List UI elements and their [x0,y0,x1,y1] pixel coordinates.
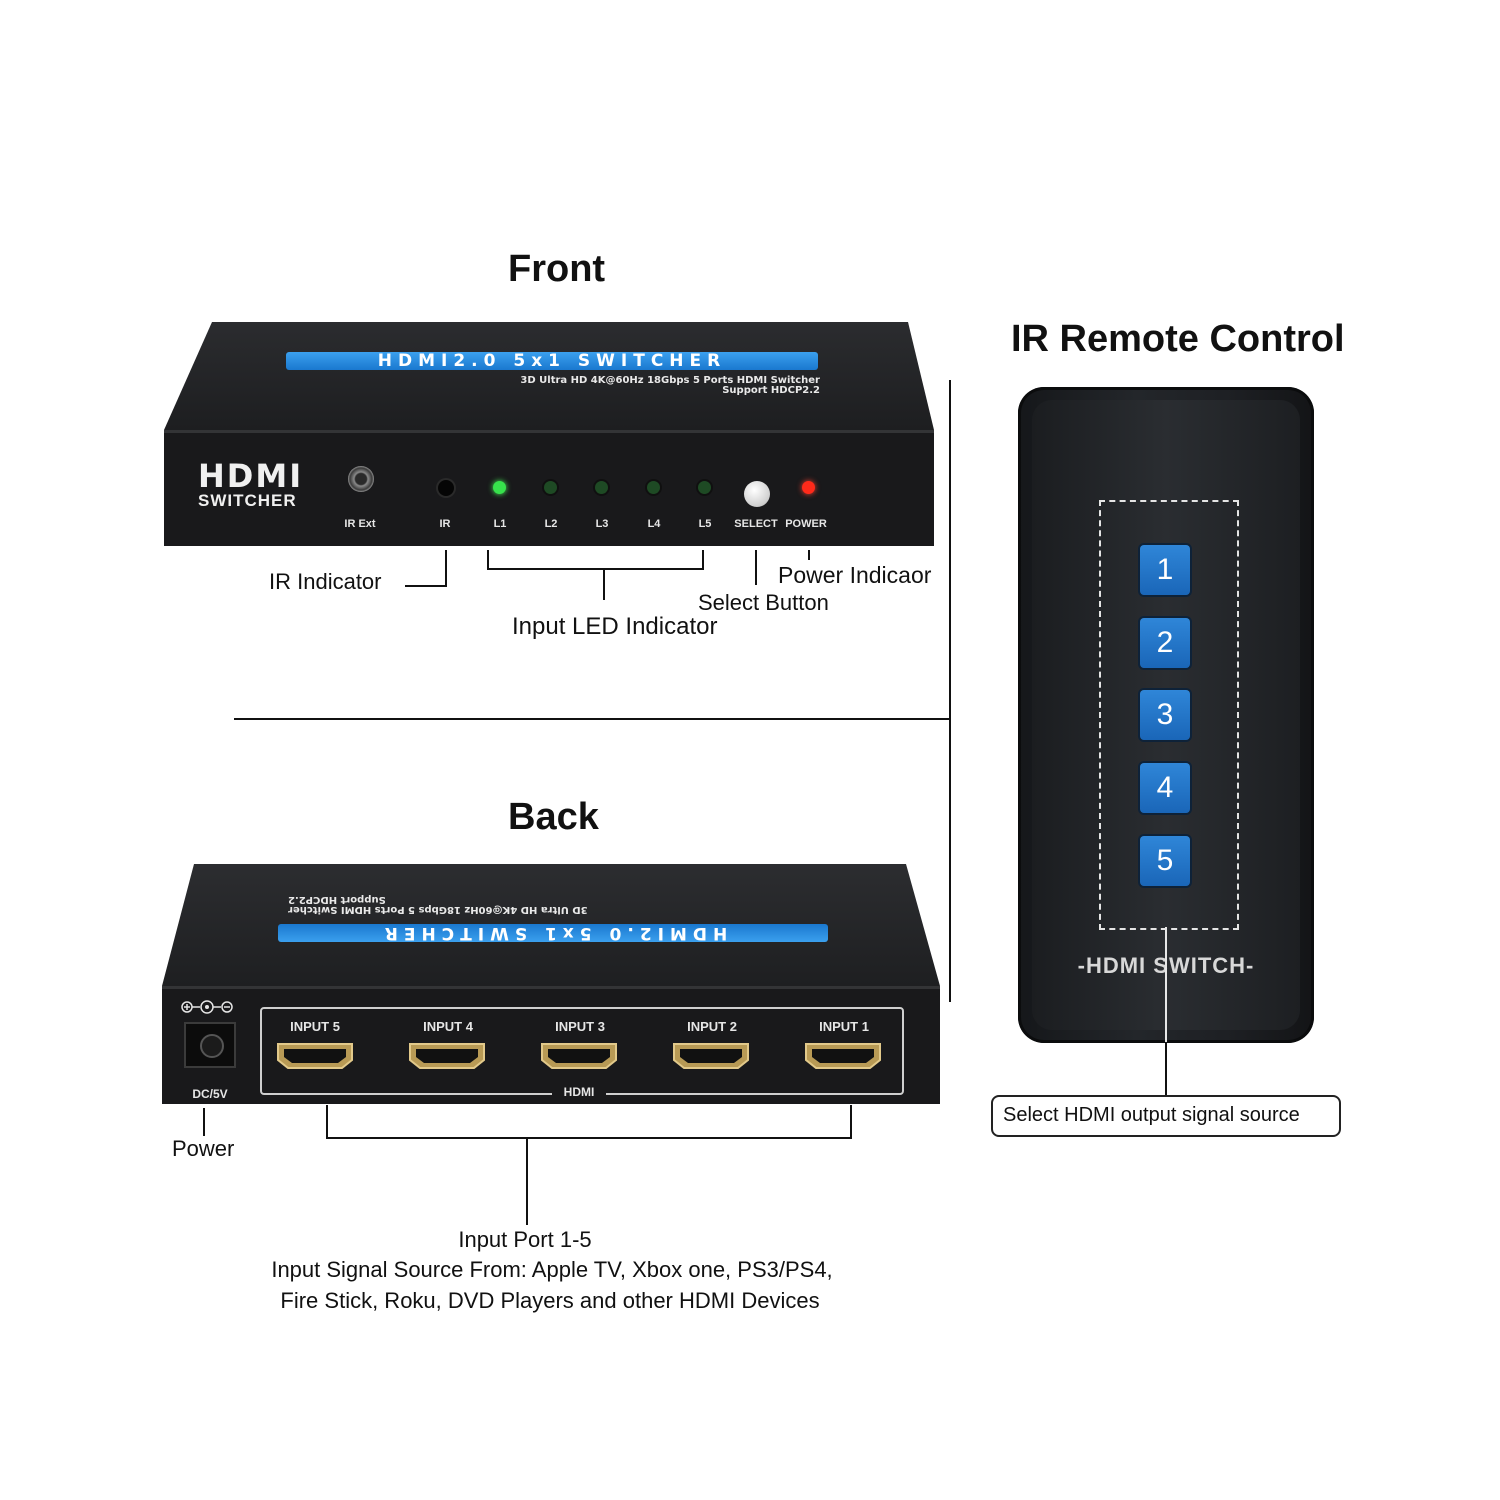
power-callout-line-back [203,1108,205,1136]
hdmi-port-4[interactable] [408,1042,486,1070]
led-l5 [698,481,711,494]
input-1-label: INPUT 1 [819,1019,869,1034]
label-ir-ext: IR Ext [344,518,376,530]
remote-callout-text: Select HDMI output signal source [1003,1104,1300,1126]
select-button[interactable] [744,481,770,507]
select-button-callout: Select Button [698,590,829,615]
ir-sensor [438,480,454,496]
ir-callout-line-h [405,585,447,587]
led-l2 [544,481,557,494]
ports-bracket-right [850,1105,852,1139]
back-spec-line-1: 3D Ultra HD 4K@60Hz 18Gbps 5 Ports HDMI … [288,904,588,915]
led-l1 [493,481,506,494]
dc-power-jack[interactable] [184,1022,236,1068]
label-power: POWER [785,518,827,530]
remote-button-5[interactable]: 5 [1140,836,1190,886]
front-spec-line-1: 3D Ultra HD 4K@60Hz 18Gbps 5 Ports HDMI … [520,375,820,386]
dc-jack-center [200,1034,224,1058]
label-l4: L4 [647,518,661,530]
label-l3: L3 [595,518,609,530]
ir-ext-jack[interactable] [348,466,374,492]
label-l1: L1 [493,518,507,530]
ports-bracket-stem [526,1137,528,1225]
ports-bracket-bottom [326,1137,852,1139]
hdmi-port-1[interactable] [804,1042,882,1070]
power-indicator-callout: Power Indicaor [778,562,932,588]
label-select: SELECT [734,518,778,530]
horizontal-divider [234,718,950,720]
back-spec-line-2: Support HDCP2.2 [288,894,386,905]
remote-button-1[interactable]: 1 [1140,545,1190,595]
vertical-divider [949,380,951,1002]
input-5-label: INPUT 5 [290,1019,340,1034]
hdmi-port-2[interactable] [672,1042,750,1070]
input-led-callout: Input LED Indicator [512,613,718,640]
remote-callout-line-lower [1165,1042,1167,1096]
hdmi-logo-sub: SWITCHER [198,491,297,510]
remote-callout-box [991,1095,1341,1137]
hdmi-logo-main: HDMI [198,457,304,495]
label-l2: L2 [544,518,558,530]
label-l5: L5 [698,518,712,530]
front-switcher-device: HDMI2.0 5x1 SWITCHER 3D Ultra HD 4K@60Hz… [160,318,938,550]
remote-button-3[interactable]: 3 [1140,690,1190,740]
label-ir: IR [439,518,451,530]
led-bracket-stem [603,568,605,600]
input-3-label: INPUT 3 [555,1019,605,1034]
ir-callout-line-v [445,550,447,587]
led-bracket-left [487,550,489,570]
led-bracket-right [702,550,704,570]
remote-callout-line [1165,927,1167,1095]
front-model-strip: HDMI2.0 5x1 SWITCHER [286,352,818,370]
select-callout-line [755,550,757,585]
led-l3 [595,481,608,494]
remote-heading: IR Remote Control [1011,318,1345,360]
input-2-label: INPUT 2 [687,1019,737,1034]
back-switcher-device: HDMI2.0 5x1 SWITCHER 3D Ultra HD 4K@60Hz… [158,860,944,1108]
input-source-line-1: Input Signal Source From: Apple TV, Xbox… [271,1257,833,1282]
led-bracket-bottom [487,568,704,570]
input-port-callout: Input Port 1-5 [458,1227,592,1252]
dc-label: DC/5V [192,1087,228,1101]
power-callout-line [808,550,810,560]
led-l4 [647,481,660,494]
ports-bracket-left [326,1105,328,1139]
remote-button-2[interactable]: 2 [1140,618,1190,668]
hdmi-port-3[interactable] [540,1042,618,1070]
remote-button-4[interactable]: 4 [1140,763,1190,813]
dc-polarity-icon [180,1000,236,1014]
front-heading: Front [508,248,606,290]
power-led [802,481,815,494]
input-4-label: INPUT 4 [423,1019,473,1034]
back-model-strip: HDMI2.0 5x1 SWITCHER [278,923,828,943]
front-spec-line-2: Support HDCP2.2 [722,385,820,396]
back-heading: Back [508,796,599,838]
remote-button-group [1099,500,1239,930]
ir-indicator-callout: IR Indicator [269,569,382,594]
power-callout: Power [172,1136,235,1161]
hdmi-port-5[interactable] [276,1042,354,1070]
input-source-line-2: Fire Stick, Roku, DVD Players and other … [280,1288,820,1313]
hdmi-logo: HDMI SWITCHER [198,460,303,510]
hdmi-frame-label: HDMI [552,1085,606,1099]
